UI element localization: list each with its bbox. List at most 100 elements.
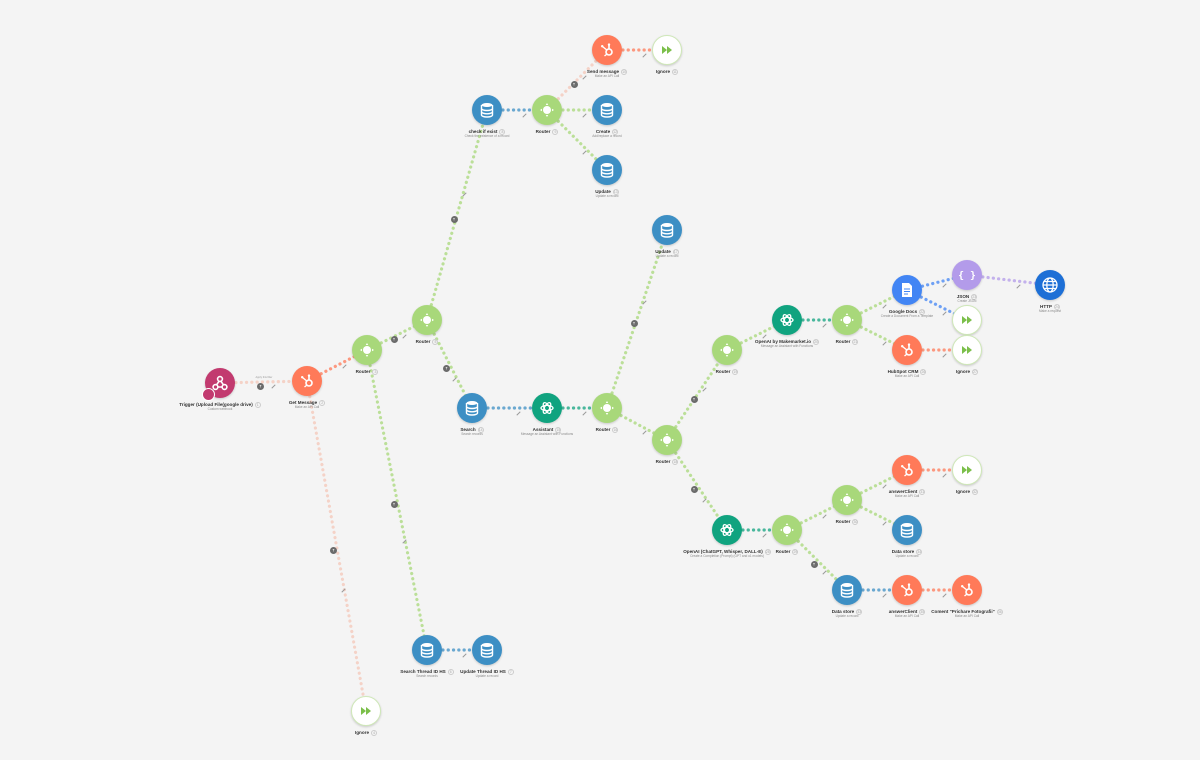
link-settings-icon[interactable] xyxy=(582,113,587,118)
module-router7[interactable] xyxy=(772,515,802,545)
module-http[interactable] xyxy=(1035,270,1065,300)
module-json[interactable]: { } xyxy=(952,260,982,290)
link-settings-icon[interactable] xyxy=(462,192,467,197)
link-settings-icon[interactable] xyxy=(942,473,947,478)
module-comment[interactable] xyxy=(952,575,982,605)
link-router2-to-check_exist[interactable] xyxy=(425,108,489,322)
filter-icon[interactable] xyxy=(630,319,638,327)
module-ignore-gdocs[interactable] xyxy=(952,305,982,335)
link-router3-to-update_mid[interactable] xyxy=(605,228,669,410)
module-router-top[interactable] xyxy=(532,95,562,125)
module-router2[interactable] xyxy=(412,305,442,335)
module-name: Assistant xyxy=(532,427,554,433)
module-trigger[interactable] xyxy=(202,368,235,401)
module-action: Custom webhook xyxy=(207,407,233,411)
module-create[interactable] xyxy=(592,95,622,125)
module-update-top[interactable] xyxy=(592,155,622,185)
module-search-thread[interactable] xyxy=(412,635,442,665)
link-settings-icon[interactable] xyxy=(942,593,947,598)
module-datastore-a[interactable] xyxy=(832,575,862,605)
module-gdocs[interactable] xyxy=(892,275,922,305)
filter-icon[interactable] xyxy=(330,546,337,554)
link-settings-icon[interactable] xyxy=(582,411,587,416)
link-router1-to-search_thread[interactable] xyxy=(365,348,429,652)
module-assistant[interactable] xyxy=(532,393,562,423)
filter-icon[interactable] xyxy=(690,395,698,403)
module-ignore-top[interactable] xyxy=(652,35,682,65)
filter-icon[interactable] xyxy=(257,382,264,390)
module-send-message[interactable] xyxy=(592,35,622,65)
module-name: Google Docs xyxy=(888,309,918,315)
link-settings-icon[interactable] xyxy=(942,353,947,358)
link-settings-icon[interactable] xyxy=(762,533,767,538)
module-update-mid[interactable] xyxy=(652,215,682,245)
module-search[interactable] xyxy=(457,393,487,423)
link-settings-icon[interactable] xyxy=(822,570,827,575)
link-settings-icon[interactable] xyxy=(452,377,457,382)
link-get_message-to-ignore_bottom[interactable] xyxy=(305,379,368,713)
filter-icon[interactable] xyxy=(390,500,398,508)
module-check-exist[interactable] xyxy=(472,95,502,125)
module-ignore-bottom[interactable] xyxy=(351,696,381,726)
link-settings-icon[interactable] xyxy=(702,387,707,392)
module-get-message[interactable] xyxy=(292,366,322,396)
filter-icon[interactable] xyxy=(570,80,578,88)
link-router4-to-router5[interactable] xyxy=(665,348,729,442)
link-router7-to-datastore_a[interactable] xyxy=(785,528,849,592)
link-settings-icon[interactable] xyxy=(516,411,521,416)
module-id-badge: 9 xyxy=(552,129,559,135)
module-router8[interactable] xyxy=(832,485,862,515)
link-settings-icon[interactable] xyxy=(822,323,827,328)
module-router1[interactable] xyxy=(352,335,382,365)
filter-icon[interactable] xyxy=(690,485,698,493)
module-name: Update xyxy=(655,249,671,255)
link-settings-icon[interactable] xyxy=(1016,284,1021,289)
module-id-badge: 34 xyxy=(916,549,923,555)
module-id-badge: 28 xyxy=(764,549,771,555)
module-ignore-crm[interactable] xyxy=(952,335,982,365)
link-settings-icon[interactable] xyxy=(942,283,947,288)
clock-icon[interactable] xyxy=(202,388,215,401)
link-settings-icon[interactable] xyxy=(642,300,647,305)
module-openai-whisper[interactable] xyxy=(712,515,742,545)
module-hubspot-crm[interactable] xyxy=(892,335,922,365)
module-answer-client1[interactable] xyxy=(892,455,922,485)
module-router5[interactable] xyxy=(712,335,742,365)
filter-icon[interactable] xyxy=(390,335,398,343)
link-router_top-to-update_top[interactable] xyxy=(545,108,609,172)
module-update-thread[interactable] xyxy=(472,635,502,665)
module-name: Search Thread ID HS xyxy=(400,669,446,675)
link-settings-icon[interactable] xyxy=(462,653,467,658)
module-name: Update xyxy=(595,189,611,195)
module-name: Ignore xyxy=(955,489,971,495)
module-ignore-answer[interactable] xyxy=(952,455,982,485)
module-router4[interactable] xyxy=(652,425,682,455)
link-settings-icon[interactable] xyxy=(582,150,587,155)
module-openai-make[interactable] xyxy=(772,305,802,335)
filter-icon[interactable] xyxy=(810,560,818,568)
module-router6[interactable] xyxy=(832,305,862,335)
link-settings-icon[interactable] xyxy=(402,539,407,544)
link-settings-icon[interactable] xyxy=(271,384,276,389)
link-settings-icon[interactable] xyxy=(642,53,647,58)
router-icon xyxy=(839,312,855,328)
module-answer-client2[interactable] xyxy=(892,575,922,605)
filter-icon[interactable] xyxy=(450,215,458,223)
link-settings-icon[interactable] xyxy=(882,593,887,598)
link-settings-icon[interactable] xyxy=(341,588,346,593)
module-datastore-b[interactable] xyxy=(892,515,922,545)
link-settings-icon[interactable] xyxy=(702,498,707,503)
link-router_top-to-send_message[interactable] xyxy=(545,48,609,112)
link-router4-to-openai_whisper[interactable] xyxy=(665,438,729,532)
module-router3[interactable] xyxy=(592,393,622,423)
module-name: Router xyxy=(415,339,431,345)
link-router2-to-search[interactable] xyxy=(425,318,474,410)
module-name: Router xyxy=(835,519,851,525)
filter-icon[interactable] xyxy=(443,364,450,372)
link-settings-icon[interactable] xyxy=(522,113,527,118)
